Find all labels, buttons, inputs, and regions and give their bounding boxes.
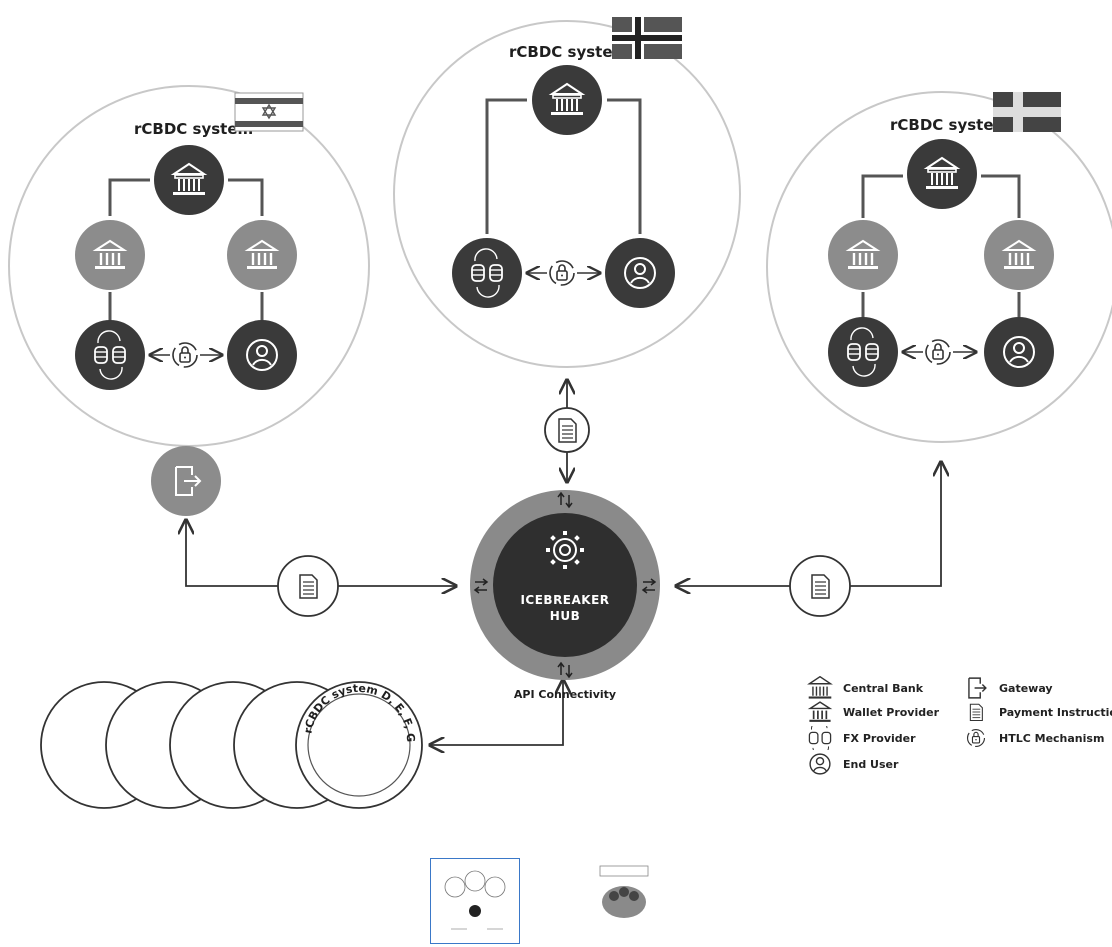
fx-provider-node	[452, 238, 522, 308]
fx-provider-icon	[808, 726, 832, 750]
end-user-node	[984, 317, 1054, 387]
wallet-provider-node	[828, 220, 898, 290]
exchange-arrows-icon	[473, 491, 657, 679]
payment-instruction-icon	[277, 555, 339, 617]
htlc-icon	[966, 728, 986, 748]
central-bank-node	[154, 145, 224, 215]
legend-htlc-label: HTLC Mechanism	[999, 731, 1105, 745]
legend-gateway: Gateway	[961, 676, 1053, 700]
thumbnail-preview	[599, 865, 649, 918]
payment-instruction-icon	[789, 555, 851, 617]
central-bank-node	[532, 65, 602, 135]
icebreaker-hub: ICEBREAKER HUB	[470, 490, 660, 680]
legend-central-bank: Central Bank	[805, 676, 923, 700]
legend-central-bank-label: Central Bank	[843, 681, 924, 695]
gateway-icon	[968, 677, 987, 699]
fx-provider-node	[828, 317, 898, 387]
legend-wallet-provider: Wallet Provider	[805, 700, 939, 724]
legend-gateway-label: Gateway	[999, 681, 1053, 695]
hub-title-line1: ICEBREAKER	[520, 593, 609, 607]
fx-provider-node	[75, 320, 145, 390]
payment-instruction-icon	[969, 703, 983, 721]
thumbnail-selected[interactable]	[430, 858, 520, 944]
gateway-node	[151, 446, 221, 516]
israel-flag	[234, 92, 304, 132]
legend-fx-provider: FX Provider	[805, 726, 916, 750]
thumbnail-preview	[444, 870, 506, 930]
legend-end-user-label: End User	[843, 757, 899, 771]
legend-fx-provider-label: FX Provider	[843, 731, 916, 745]
wallet-provider-node	[227, 220, 297, 290]
api-connectivity-label: API Connectivity	[514, 688, 616, 701]
gear-icon	[546, 531, 584, 569]
legend-htlc: HTLC Mechanism	[961, 726, 1104, 750]
legend-end-user: End User	[805, 752, 898, 776]
rcbdc-system-a: rCBDC system	[8, 85, 370, 447]
system-a-label: rCBDC system	[134, 120, 253, 138]
wallet-provider-node	[75, 220, 145, 290]
legend: Central Bank Wallet Provider FX Provider…	[805, 676, 1112, 816]
hub-title-line2: HUB	[550, 609, 580, 623]
legend-payment-instruction-label: Payment Instruction	[999, 705, 1112, 719]
wallet-provider-icon	[807, 701, 833, 722]
system-c-label: rCBDC system	[890, 116, 1009, 134]
norway-flag	[612, 17, 682, 59]
central-bank-node	[907, 139, 977, 209]
thumbnail[interactable]	[580, 858, 668, 942]
rcbdc-system-c: rCBDC system	[766, 91, 1112, 443]
system-b-label: rCBDC system	[509, 43, 628, 61]
legend-wallet-provider-label: Wallet Provider	[843, 705, 939, 719]
payment-instruction-icon	[544, 407, 590, 453]
sweden-flag	[993, 92, 1061, 132]
end-user-node	[227, 320, 297, 390]
wallet-provider-node	[984, 220, 1054, 290]
rcbdc-system-b: rCBDC system	[393, 17, 741, 368]
legend-payment-instruction: Payment Instruction	[961, 700, 1112, 724]
central-bank-icon	[807, 676, 833, 699]
end-user-icon	[809, 753, 831, 775]
end-user-node	[605, 238, 675, 308]
